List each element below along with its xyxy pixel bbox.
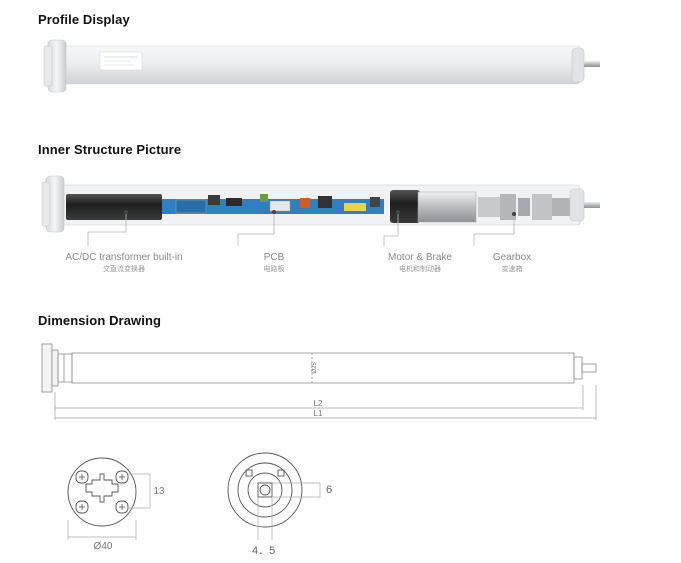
length-L1-label: L1 [314, 409, 323, 418]
label-pcb: PCB [264, 252, 285, 263]
length-L2-label: L2 [314, 399, 323, 408]
tail-end-view [227, 452, 303, 528]
tail-dimension-lines [257, 482, 321, 540]
transformer-block [66, 194, 162, 220]
dimension-drawing-title: Dimension Drawing [38, 313, 162, 328]
label-motor-brake: Motor & Brake [388, 252, 452, 263]
head-diameter-label: Ø40 [94, 541, 113, 552]
label-motor-brake-zh: 电机和制动器 [399, 264, 441, 273]
head-dimension-lines [67, 473, 151, 540]
dimension-lines [54, 385, 597, 420]
inner-structure-title: Inner Structure Picture [38, 142, 182, 157]
profile-display-title: Profile Display [38, 12, 130, 27]
inner-leader-dots [124, 210, 516, 216]
dimension-side-view [41, 343, 597, 393]
label-transformer-zh: 交直流变换器 [103, 264, 145, 273]
tube-diameter-label: Ø25 [312, 362, 318, 374]
inner-motor [41, 175, 600, 233]
inner-leaders [87, 212, 515, 246]
profile-end-cap [43, 45, 53, 87]
head-height-label: 13 [153, 486, 165, 497]
head-end-view [67, 457, 137, 527]
label-pcb-zh: 电路板 [264, 264, 285, 273]
motor-block [390, 190, 420, 223]
label-gearbox: Gearbox [493, 252, 531, 263]
shaft-depth-label: 4．5 [252, 545, 275, 557]
head-screws [79, 474, 125, 510]
profile-shaft [584, 61, 600, 67]
profile-tail-cap [571, 47, 585, 83]
label-gearbox-zh: 变速箱 [502, 264, 523, 273]
shaft-flat-label: 6 [326, 484, 332, 496]
label-transformer: AC/DC transformer built-in [65, 252, 182, 263]
profile-motor [43, 39, 600, 93]
brake-cylinder [417, 191, 477, 223]
